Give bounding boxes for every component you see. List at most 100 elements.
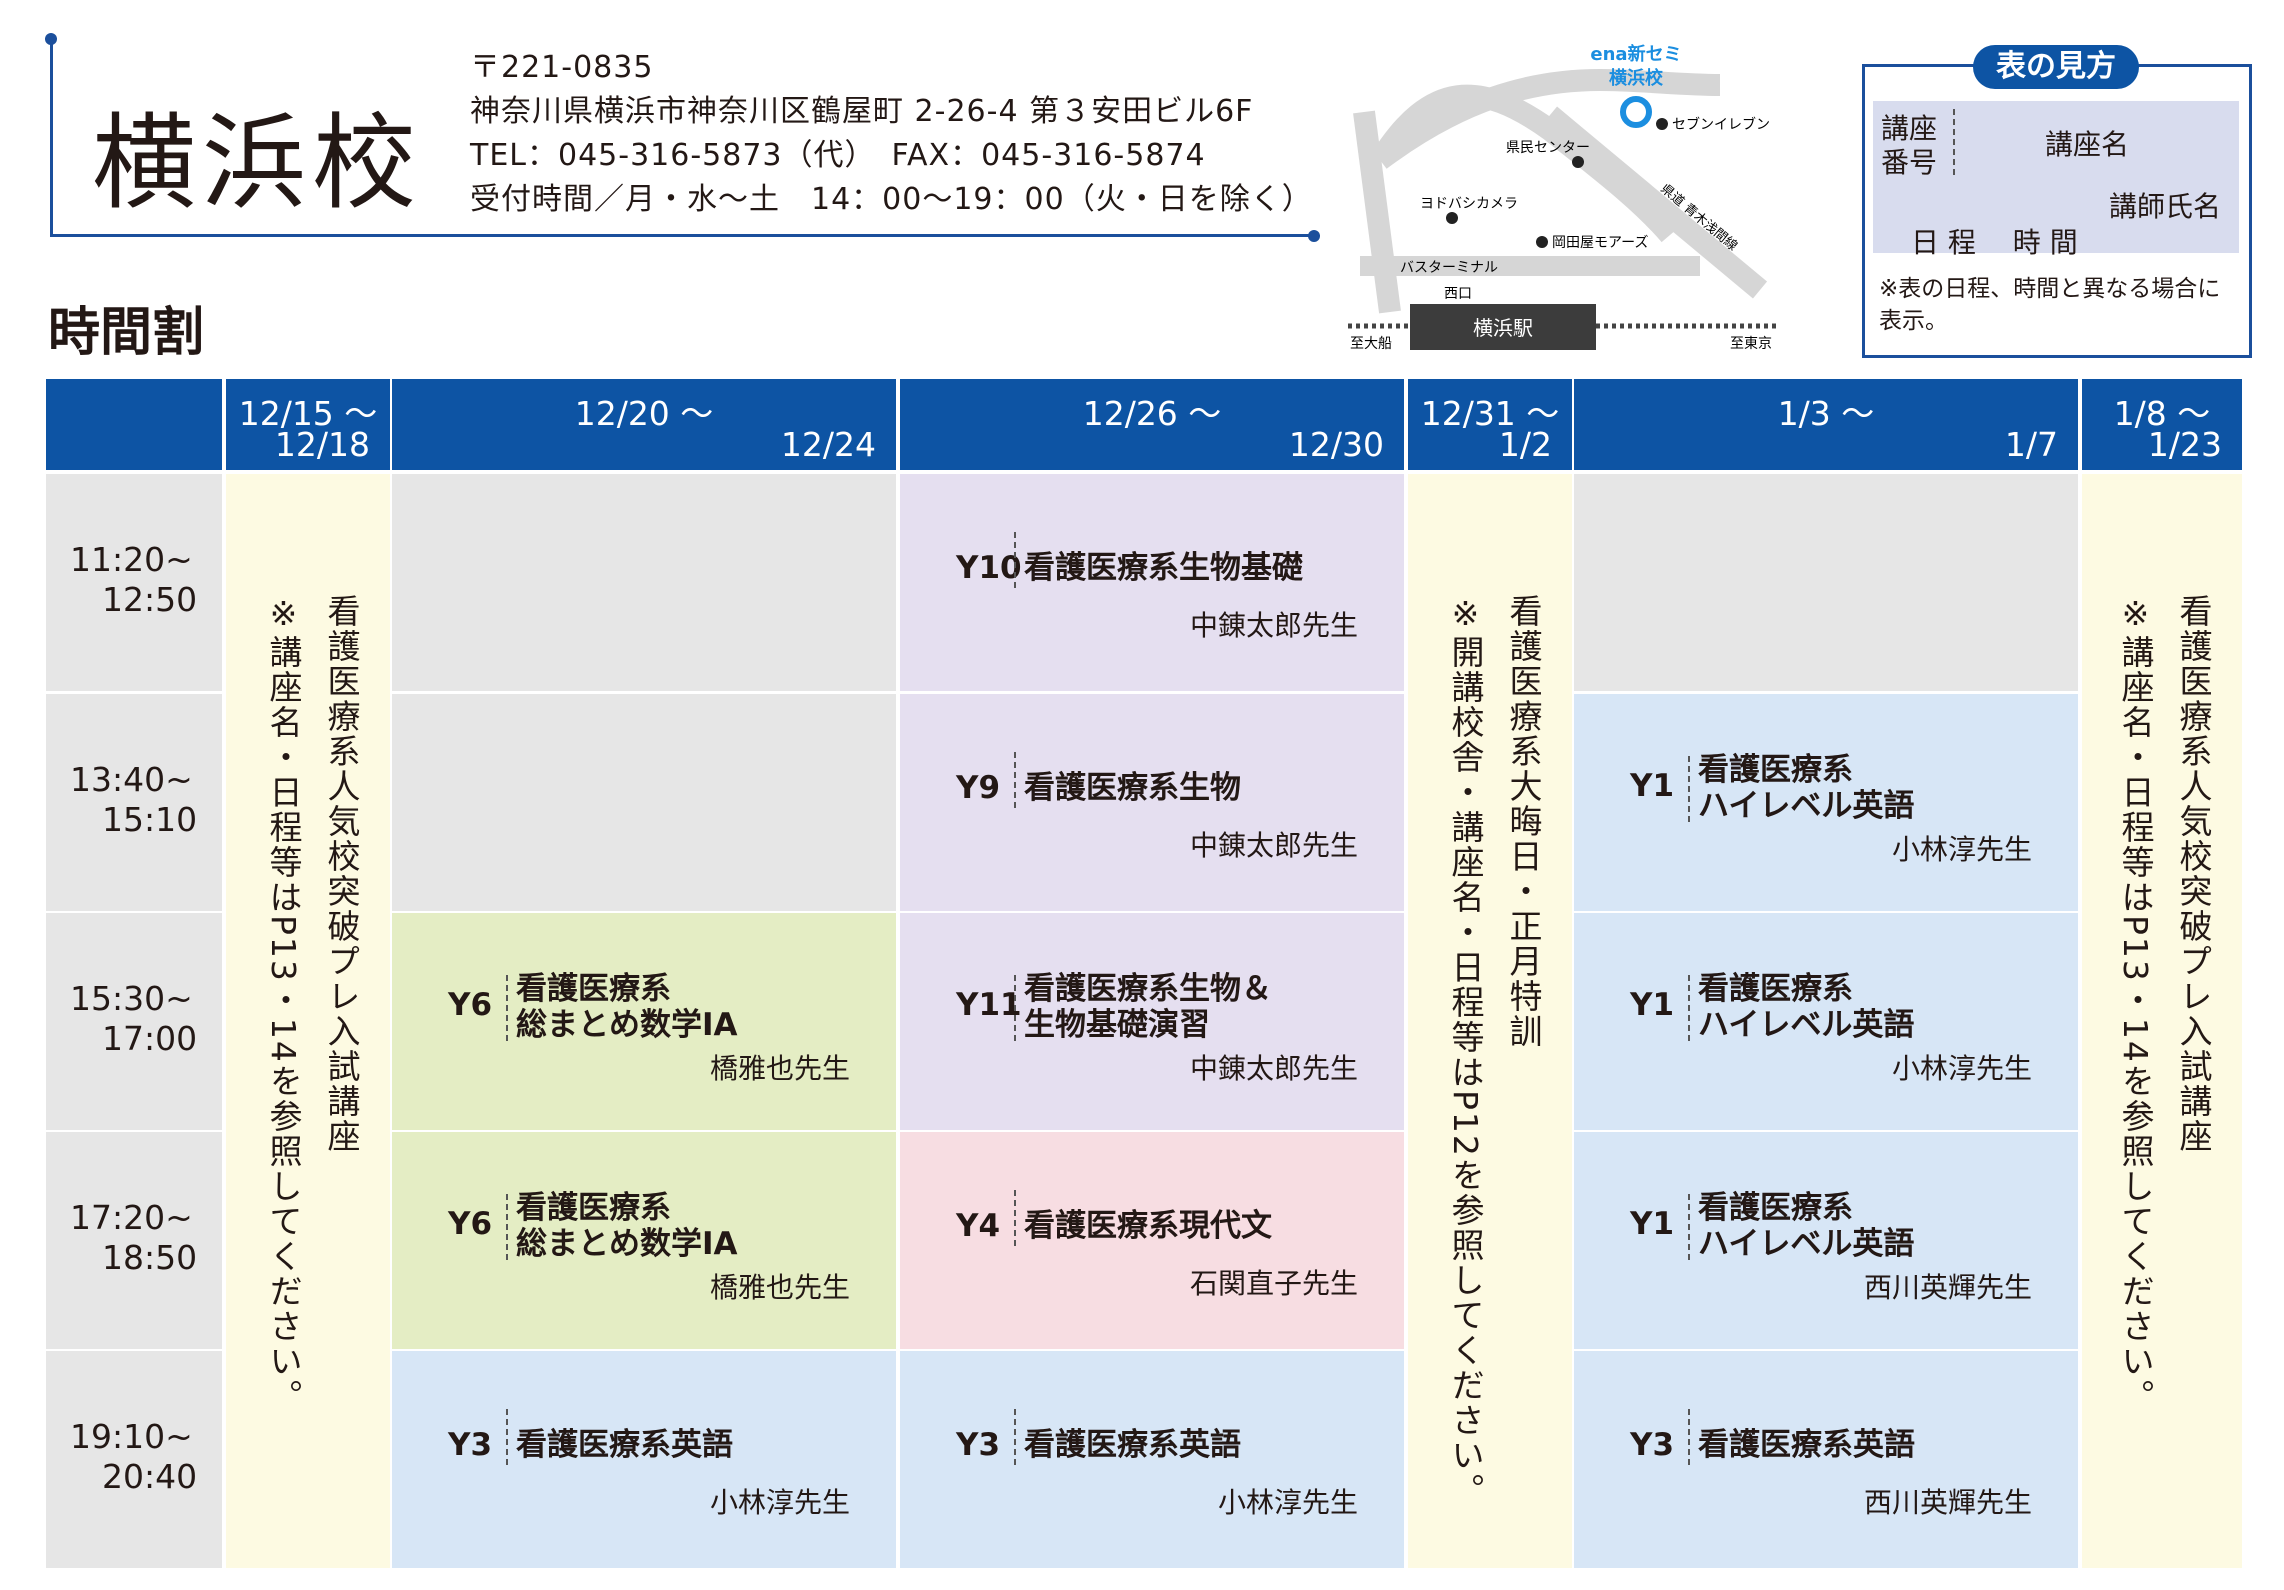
course-separator bbox=[1688, 975, 1690, 1041]
header-corner bbox=[46, 379, 222, 470]
school-location-icon bbox=[1620, 96, 1652, 128]
time-end: 15:10 bbox=[102, 800, 198, 839]
note-detail: ※講座名・日程等はP13・14を参照してください。 bbox=[264, 594, 303, 1414]
column-start-date: 12/20 ～ bbox=[574, 394, 714, 433]
time-end: 17:00 bbox=[102, 1019, 198, 1058]
course-code: Y4 bbox=[956, 1208, 1001, 1244]
legend-title: 表の見方 bbox=[1973, 45, 2139, 89]
column-header: 12/26 ～12/30 bbox=[900, 379, 1404, 470]
column-header: 12/31 ～1/2 bbox=[1408, 379, 1572, 470]
teacher-name: 橋雅也先生 bbox=[709, 1271, 850, 1304]
course-title: 看護医療系英語 bbox=[516, 1427, 733, 1463]
section-title: 時間割 bbox=[48, 303, 205, 363]
legend-separator bbox=[1953, 109, 1955, 175]
column-start-date: 1/3 ～ bbox=[1777, 394, 1875, 433]
legend-schedule: 日 程 時 間 bbox=[1911, 226, 2078, 259]
course-title-line2: 生物基礎演習 bbox=[1024, 1007, 1210, 1043]
course-separator bbox=[1014, 975, 1016, 1041]
course-code: Y1 bbox=[1630, 987, 1675, 1023]
legend-sample: 講座 番号 講座名 講師氏名 日 程 時 間 bbox=[1873, 101, 2239, 259]
left-direction-label: 至大船 bbox=[1350, 336, 1392, 352]
time-start: 13:40~ bbox=[70, 760, 193, 799]
column-start-date: 12/15 ～ bbox=[238, 394, 378, 433]
kenmin-center-label: 県民センター bbox=[1506, 140, 1590, 156]
empty-slot bbox=[1574, 474, 2078, 691]
course-title: 看護医療系生物＆ bbox=[1024, 971, 1272, 1007]
teacher-name: 石関直子先生 bbox=[1189, 1267, 1358, 1300]
station-label: 横浜駅 bbox=[1473, 316, 1533, 340]
column-end-date: 1/23 bbox=[2147, 425, 2222, 464]
map-road bbox=[1542, 106, 1768, 299]
note-title: 看護医療系大晦日・正月特訓 bbox=[1504, 594, 1543, 1049]
course-title-line2: 総まとめ数学ⅠA bbox=[516, 1007, 738, 1043]
column-header: 12/15 ～12/18 bbox=[226, 379, 390, 470]
time-start: 15:30~ bbox=[70, 979, 193, 1018]
time-start: 17:20~ bbox=[70, 1198, 193, 1237]
time-slot: 13:40~15:10 bbox=[46, 694, 222, 911]
landmark-dot bbox=[1446, 212, 1458, 224]
course-title: 看護医療系現代文 bbox=[1024, 1208, 1272, 1244]
course-separator bbox=[1014, 1409, 1016, 1465]
teacher-name: 西川英輝先生 bbox=[1863, 1486, 2032, 1519]
teacher-name: 西川英輝先生 bbox=[1863, 1271, 2032, 1304]
legend-course: 講座名 bbox=[2045, 128, 2130, 161]
note-detail: ※開講校舎・講座名・日程等はP12を参照してください。 bbox=[1446, 594, 1485, 1508]
teacher-name: 小林淳先生 bbox=[1891, 833, 2032, 866]
header-frame bbox=[45, 33, 1320, 242]
legend-note: ※表の日程、時間と異なる場合に表示。 bbox=[1879, 276, 2221, 334]
teacher-name: 小林淳先生 bbox=[1217, 1486, 1358, 1519]
okadaya-label: 岡田屋モアーズ bbox=[1552, 235, 1648, 251]
course-title: 看護医療系英語 bbox=[1024, 1427, 1241, 1463]
school-phone: TEL：045-316-5873（代） FAX：045-316-5874 bbox=[470, 138, 1206, 173]
course-code: Y11 bbox=[956, 987, 1022, 1023]
course-title: 看護医療系英語 bbox=[1698, 1427, 1915, 1463]
note-title: 看護医療系人気校突破プレ入試講座 bbox=[2174, 594, 2213, 1154]
landmark-dot bbox=[1656, 118, 1668, 130]
school-address: 神奈川県横浜市神奈川区鶴屋町 2-26-4 第３安田ビル6F bbox=[470, 94, 1254, 129]
course-separator bbox=[1014, 1190, 1016, 1246]
station-box bbox=[1410, 304, 1596, 350]
legend-teacher: 講師氏名 bbox=[2109, 190, 2222, 223]
column-header: 1/3 ～1/7 bbox=[1574, 379, 2078, 470]
seven-eleven-label: セブンイレブン bbox=[1672, 116, 1770, 133]
column-end-date: 12/24 bbox=[780, 425, 876, 464]
column-header: 12/20 ～ 12/24 bbox=[392, 379, 896, 470]
legend-code-2: 番号 bbox=[1881, 146, 1938, 179]
frame-dot bbox=[45, 33, 57, 45]
course-title: 看護医療系 bbox=[516, 1190, 671, 1226]
course-title-line2: ハイレベル英語 bbox=[1698, 788, 1915, 824]
new-year-course-note: 看護医療系大晦日・正月特訓 ※開講校舎・講座名・日程等はP12を参照してください。 bbox=[1408, 474, 1572, 1568]
course-separator bbox=[1688, 1409, 1690, 1465]
time-start: 19:10~ bbox=[70, 1417, 193, 1456]
office-hours: 受付時間／月・水〜土 14：00〜19：00（火・日を除く） bbox=[470, 182, 1313, 217]
column-end-date: 12/18 bbox=[274, 425, 370, 464]
course-code: Y1 bbox=[1630, 1206, 1675, 1242]
postal-code: 〒221-0835 bbox=[470, 50, 654, 85]
time-slot: 19:10~20:40 bbox=[46, 1351, 222, 1568]
course-separator bbox=[1688, 1194, 1690, 1260]
course-title: 看護医療系 bbox=[1698, 752, 1853, 788]
course-title: 看護医療系 bbox=[1698, 1190, 1853, 1226]
map-school-label-1: ena新セミ bbox=[1590, 43, 1681, 65]
course-title: 看護医療系 bbox=[1698, 971, 1853, 1007]
time-start: 11:20~ bbox=[70, 540, 193, 579]
column-header: 1/8 ～1/23 bbox=[2082, 379, 2242, 470]
time-end: 12:50 bbox=[102, 580, 198, 619]
course-separator bbox=[506, 1409, 508, 1465]
course-separator bbox=[1688, 756, 1690, 822]
map-road bbox=[1353, 110, 1401, 314]
empty-slot bbox=[392, 474, 896, 691]
teacher-name: 橋雅也先生 bbox=[709, 1052, 850, 1085]
time-end: 18:50 bbox=[102, 1238, 198, 1277]
bus-terminal-label: バスターミナル bbox=[1400, 260, 1498, 276]
school-name: 横浜校 bbox=[92, 102, 423, 224]
note-detail: ※講座名・日程等はP13・14を参照してください。 bbox=[2116, 594, 2155, 1414]
